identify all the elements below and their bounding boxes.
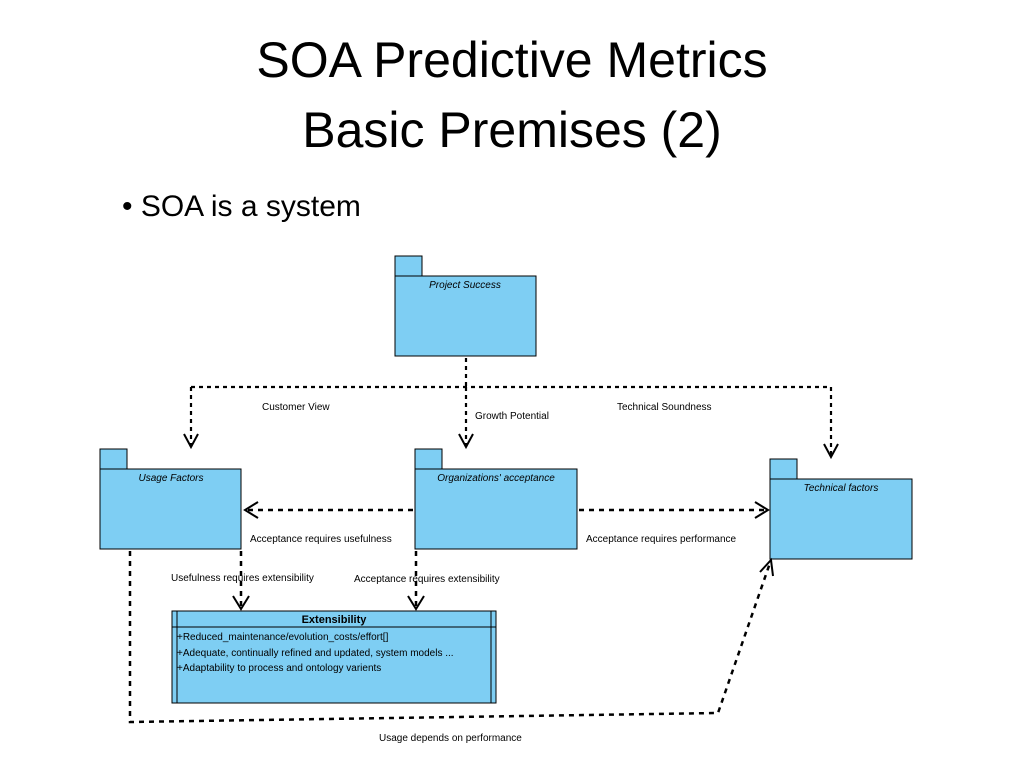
edge-label-acceptance-usefulness: Acceptance requires usefulness bbox=[250, 534, 392, 545]
arrowhead bbox=[458, 433, 474, 450]
edge-label-technical-soundness: Technical Soundness bbox=[617, 402, 712, 413]
class-box bbox=[171, 610, 497, 704]
package-tab bbox=[769, 458, 798, 480]
package-body bbox=[414, 468, 578, 550]
arrowhead bbox=[823, 443, 839, 460]
package-technical-factors: Technical factors bbox=[769, 458, 913, 560]
package-name: Organizations' acceptance bbox=[437, 473, 555, 484]
package-usage-factors: Usage Factors bbox=[99, 448, 242, 550]
package-body bbox=[394, 275, 537, 357]
class-attribute: +Reduced_maintenance/evolution_costs/eff… bbox=[177, 632, 389, 643]
arrowhead bbox=[759, 557, 774, 577]
package-project-success: Project Success bbox=[394, 255, 537, 357]
arrowhead bbox=[243, 501, 259, 519]
edge-label-customer-view: Customer View bbox=[262, 402, 330, 413]
arrowhead bbox=[232, 595, 250, 611]
slide-title-line1: SOA Predictive Metrics bbox=[256, 32, 768, 88]
class-attribute: +Adaptability to process and ontology va… bbox=[177, 663, 381, 674]
edge-label-growth-potential: Growth Potential bbox=[475, 411, 549, 422]
arrowhead bbox=[183, 433, 199, 450]
package-org-acceptance: Organizations' acceptance bbox=[414, 448, 578, 550]
package-tab bbox=[414, 448, 443, 470]
package-tab bbox=[394, 255, 423, 277]
class-attribute: +Adequate, continually refined and updat… bbox=[177, 648, 454, 659]
package-name: Technical factors bbox=[804, 483, 879, 494]
package-body bbox=[769, 478, 913, 560]
package-body bbox=[99, 468, 242, 550]
bullet-item: • SOA is a system bbox=[122, 190, 361, 223]
class-name: Extensibility bbox=[302, 614, 368, 626]
edge-label-usefulness-extensibility: Usefulness requires extensibility bbox=[171, 573, 314, 584]
package-tab bbox=[99, 448, 128, 470]
edge-label-acceptance-extensibility: Acceptance requires extensibility bbox=[354, 574, 500, 585]
edge-label-acceptance-performance: Acceptance requires performance bbox=[586, 534, 737, 545]
slide-title-line2: Basic Premises (2) bbox=[302, 102, 722, 158]
package-name: Usage Factors bbox=[138, 473, 203, 484]
arrowhead bbox=[754, 501, 770, 519]
class-extensibility: Extensibility +Reduced_maintenance/evolu… bbox=[171, 610, 497, 704]
edge-label-usage-performance: Usage depends on performance bbox=[379, 733, 522, 744]
package-name: Project Success bbox=[429, 280, 501, 291]
arrowhead bbox=[407, 595, 425, 611]
connector-usage-performance bbox=[128, 551, 773, 724]
